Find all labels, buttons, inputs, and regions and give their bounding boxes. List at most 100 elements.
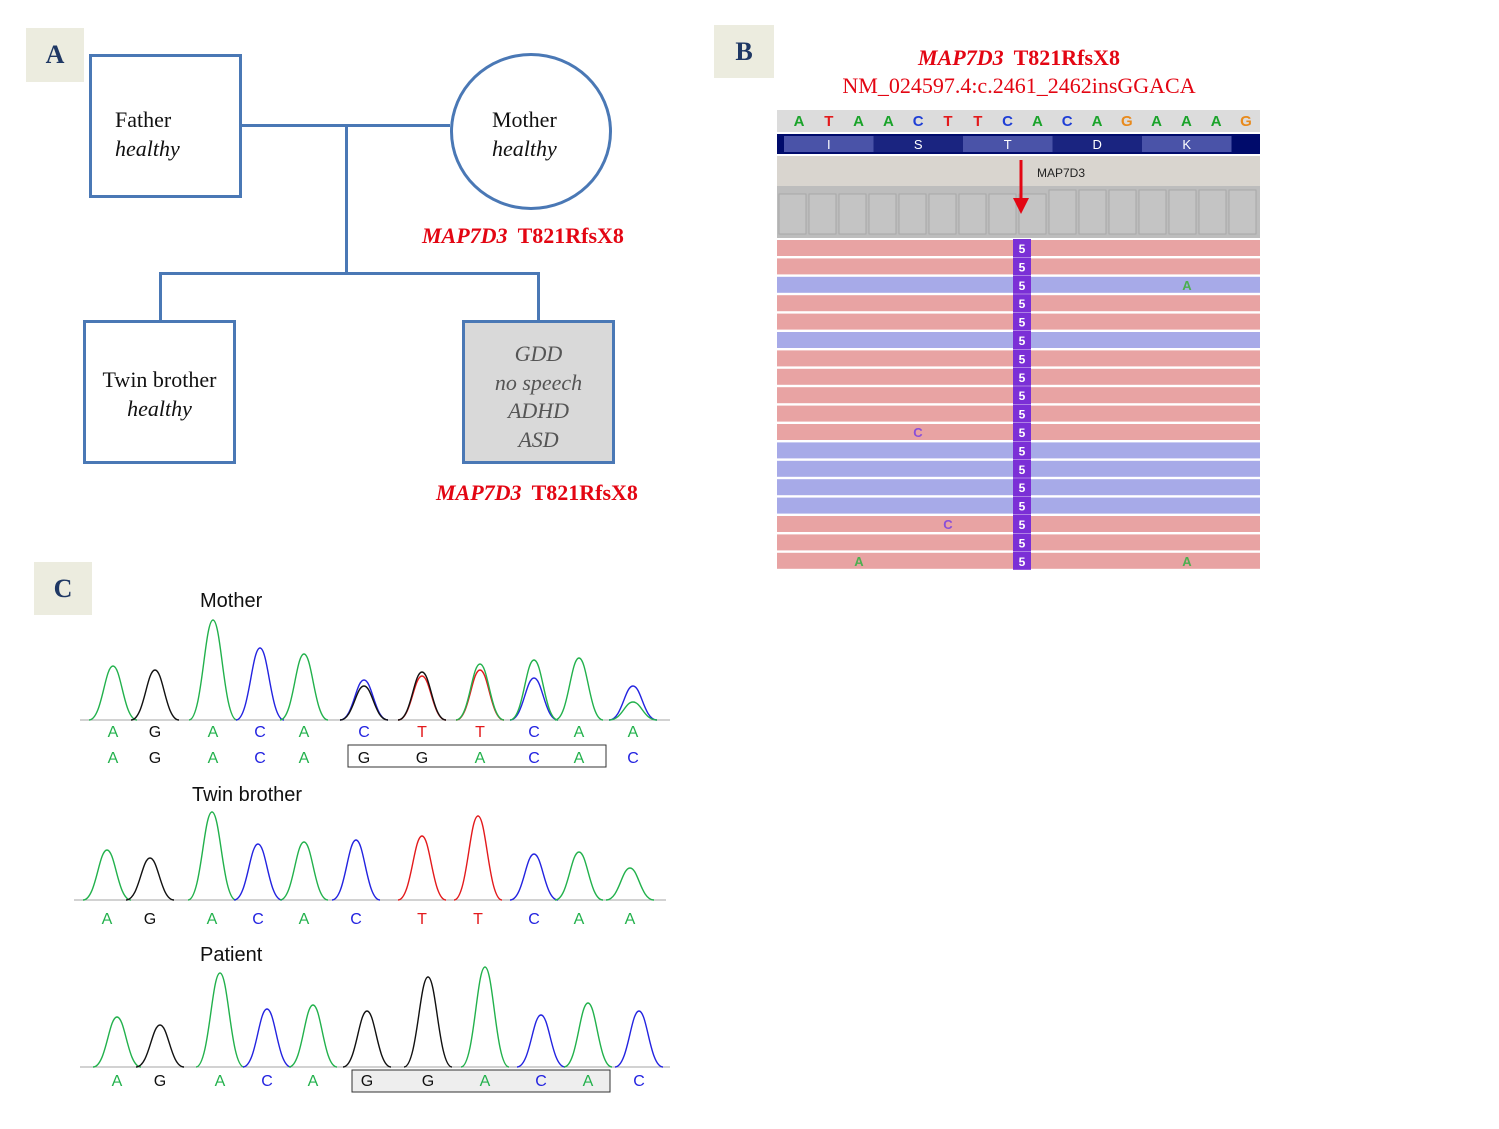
trace-peak bbox=[453, 815, 503, 901]
sequence-base: A bbox=[883, 113, 894, 130]
insertion-label: 5 bbox=[1019, 371, 1026, 385]
insertion-marker bbox=[1013, 533, 1031, 552]
twin-status: healthy bbox=[127, 396, 192, 421]
twin-base: A bbox=[102, 911, 113, 928]
trace-peak bbox=[608, 685, 658, 721]
patient-mutation-change: T821RfsX8 bbox=[531, 480, 638, 505]
patient-base: A bbox=[308, 1073, 319, 1090]
panel-c-label: C bbox=[34, 562, 92, 615]
patient-square bbox=[462, 320, 615, 464]
twin-name: Twin brother bbox=[102, 367, 217, 392]
insertion-marker bbox=[1013, 478, 1031, 497]
mother-reference-base: A bbox=[208, 724, 219, 741]
insertion-label: 5 bbox=[1019, 444, 1026, 458]
sequence-base: T bbox=[973, 113, 982, 130]
insertion-marker bbox=[1013, 551, 1031, 570]
mother-reference-base: A bbox=[108, 724, 119, 741]
sequence-base: T bbox=[824, 113, 833, 130]
igv-title-change: T821RfsX8 bbox=[1013, 45, 1120, 70]
patient-base: C bbox=[261, 1073, 273, 1090]
father-text: Father healthy bbox=[115, 105, 180, 163]
trace-peak bbox=[279, 653, 329, 721]
amino-acid-label: K bbox=[1182, 137, 1191, 152]
father-name: Father bbox=[115, 107, 172, 132]
igv-transcript: NM_024597.4:c.2461_2462insGGACA bbox=[842, 73, 1196, 98]
trace-peak bbox=[242, 1008, 292, 1068]
panel-a-label: A bbox=[26, 28, 84, 82]
mother-alternate-base: A bbox=[475, 750, 486, 767]
patient-base: A bbox=[215, 1073, 226, 1090]
trace-peak bbox=[339, 685, 389, 721]
patient-base: A bbox=[112, 1073, 123, 1090]
mother-alternate-base: C bbox=[528, 750, 540, 767]
panel-b-label: B bbox=[714, 25, 774, 78]
patient-base: G bbox=[154, 1073, 166, 1090]
mother-reference-base: T bbox=[417, 724, 427, 741]
mother-name: Mother bbox=[492, 107, 557, 132]
sequence-base: A bbox=[1092, 113, 1103, 130]
mother-alternate-base: A bbox=[299, 750, 310, 767]
insertion-marker bbox=[1013, 423, 1031, 441]
insertion-label: 5 bbox=[1019, 334, 1026, 348]
trace-peak bbox=[563, 1002, 613, 1068]
amino-acid-cell bbox=[963, 136, 1053, 152]
mother-mutation-change: T821RfsX8 bbox=[517, 223, 624, 248]
igv-title-gene: MAP7D3 bbox=[918, 45, 1004, 70]
trace-peak bbox=[397, 671, 447, 721]
amino-acid-cell bbox=[873, 136, 963, 152]
trace-peak bbox=[279, 841, 329, 901]
trace-peak bbox=[82, 849, 132, 901]
trace-peak bbox=[135, 1024, 185, 1068]
twin-base: C bbox=[528, 911, 540, 928]
sequence-base: A bbox=[1181, 113, 1192, 130]
twin-base: T bbox=[417, 911, 427, 928]
chromatogram-twin-label: Twin brother bbox=[192, 784, 303, 806]
chromatogram-mother-label: Mother bbox=[200, 590, 263, 612]
trace-peak bbox=[187, 811, 237, 901]
insertion-label: 5 bbox=[1019, 297, 1026, 311]
mother-alternate-base: C bbox=[254, 750, 266, 767]
patient-base: A bbox=[583, 1073, 594, 1090]
patient-drop-line bbox=[537, 272, 540, 322]
insertion-label: 5 bbox=[1019, 518, 1026, 532]
trace-peak bbox=[339, 679, 389, 721]
amino-acid-label: I bbox=[827, 137, 831, 152]
trace-peak bbox=[235, 647, 285, 721]
trace-peak bbox=[195, 972, 245, 1068]
coverage-bar bbox=[898, 193, 927, 235]
coverage-bar bbox=[1198, 189, 1227, 235]
insertion-marker bbox=[1013, 275, 1031, 294]
mother-mutation-gene: MAP7D3 bbox=[422, 223, 508, 248]
coverage-bar bbox=[928, 193, 957, 235]
sequence-base: C bbox=[1062, 113, 1073, 130]
mother-alternate-base: A bbox=[574, 750, 585, 767]
insertion-box bbox=[351, 1069, 611, 1093]
amino-acid-cell bbox=[1142, 136, 1232, 152]
trace-peak bbox=[509, 677, 559, 721]
mother-reference-base: C bbox=[358, 724, 370, 741]
mismatch-base: A bbox=[1182, 278, 1192, 293]
insertion-label: 5 bbox=[1019, 463, 1026, 477]
insertion-marker bbox=[1013, 294, 1031, 313]
trace-peak bbox=[554, 851, 604, 901]
coverage-bar bbox=[808, 193, 837, 235]
trace-peak bbox=[130, 669, 180, 721]
insertion-marker bbox=[1013, 239, 1031, 257]
patient-base: G bbox=[422, 1073, 434, 1090]
patient-trait-speech: no speech bbox=[494, 369, 583, 395]
twin-base: A bbox=[299, 911, 310, 928]
insertion-marker bbox=[1013, 349, 1031, 368]
sibship-line bbox=[159, 272, 540, 275]
coverage-bar bbox=[1138, 189, 1167, 235]
coverage-bar bbox=[1228, 189, 1257, 235]
mother-mutation-label: MAP7D3 T821RfsX8 bbox=[422, 223, 624, 249]
variant-arrow bbox=[1013, 160, 1029, 214]
mother-reference-base: A bbox=[574, 724, 585, 741]
mother-alternate-base: G bbox=[358, 750, 370, 767]
trace-peak bbox=[125, 857, 175, 901]
coverage-bar bbox=[838, 193, 867, 235]
